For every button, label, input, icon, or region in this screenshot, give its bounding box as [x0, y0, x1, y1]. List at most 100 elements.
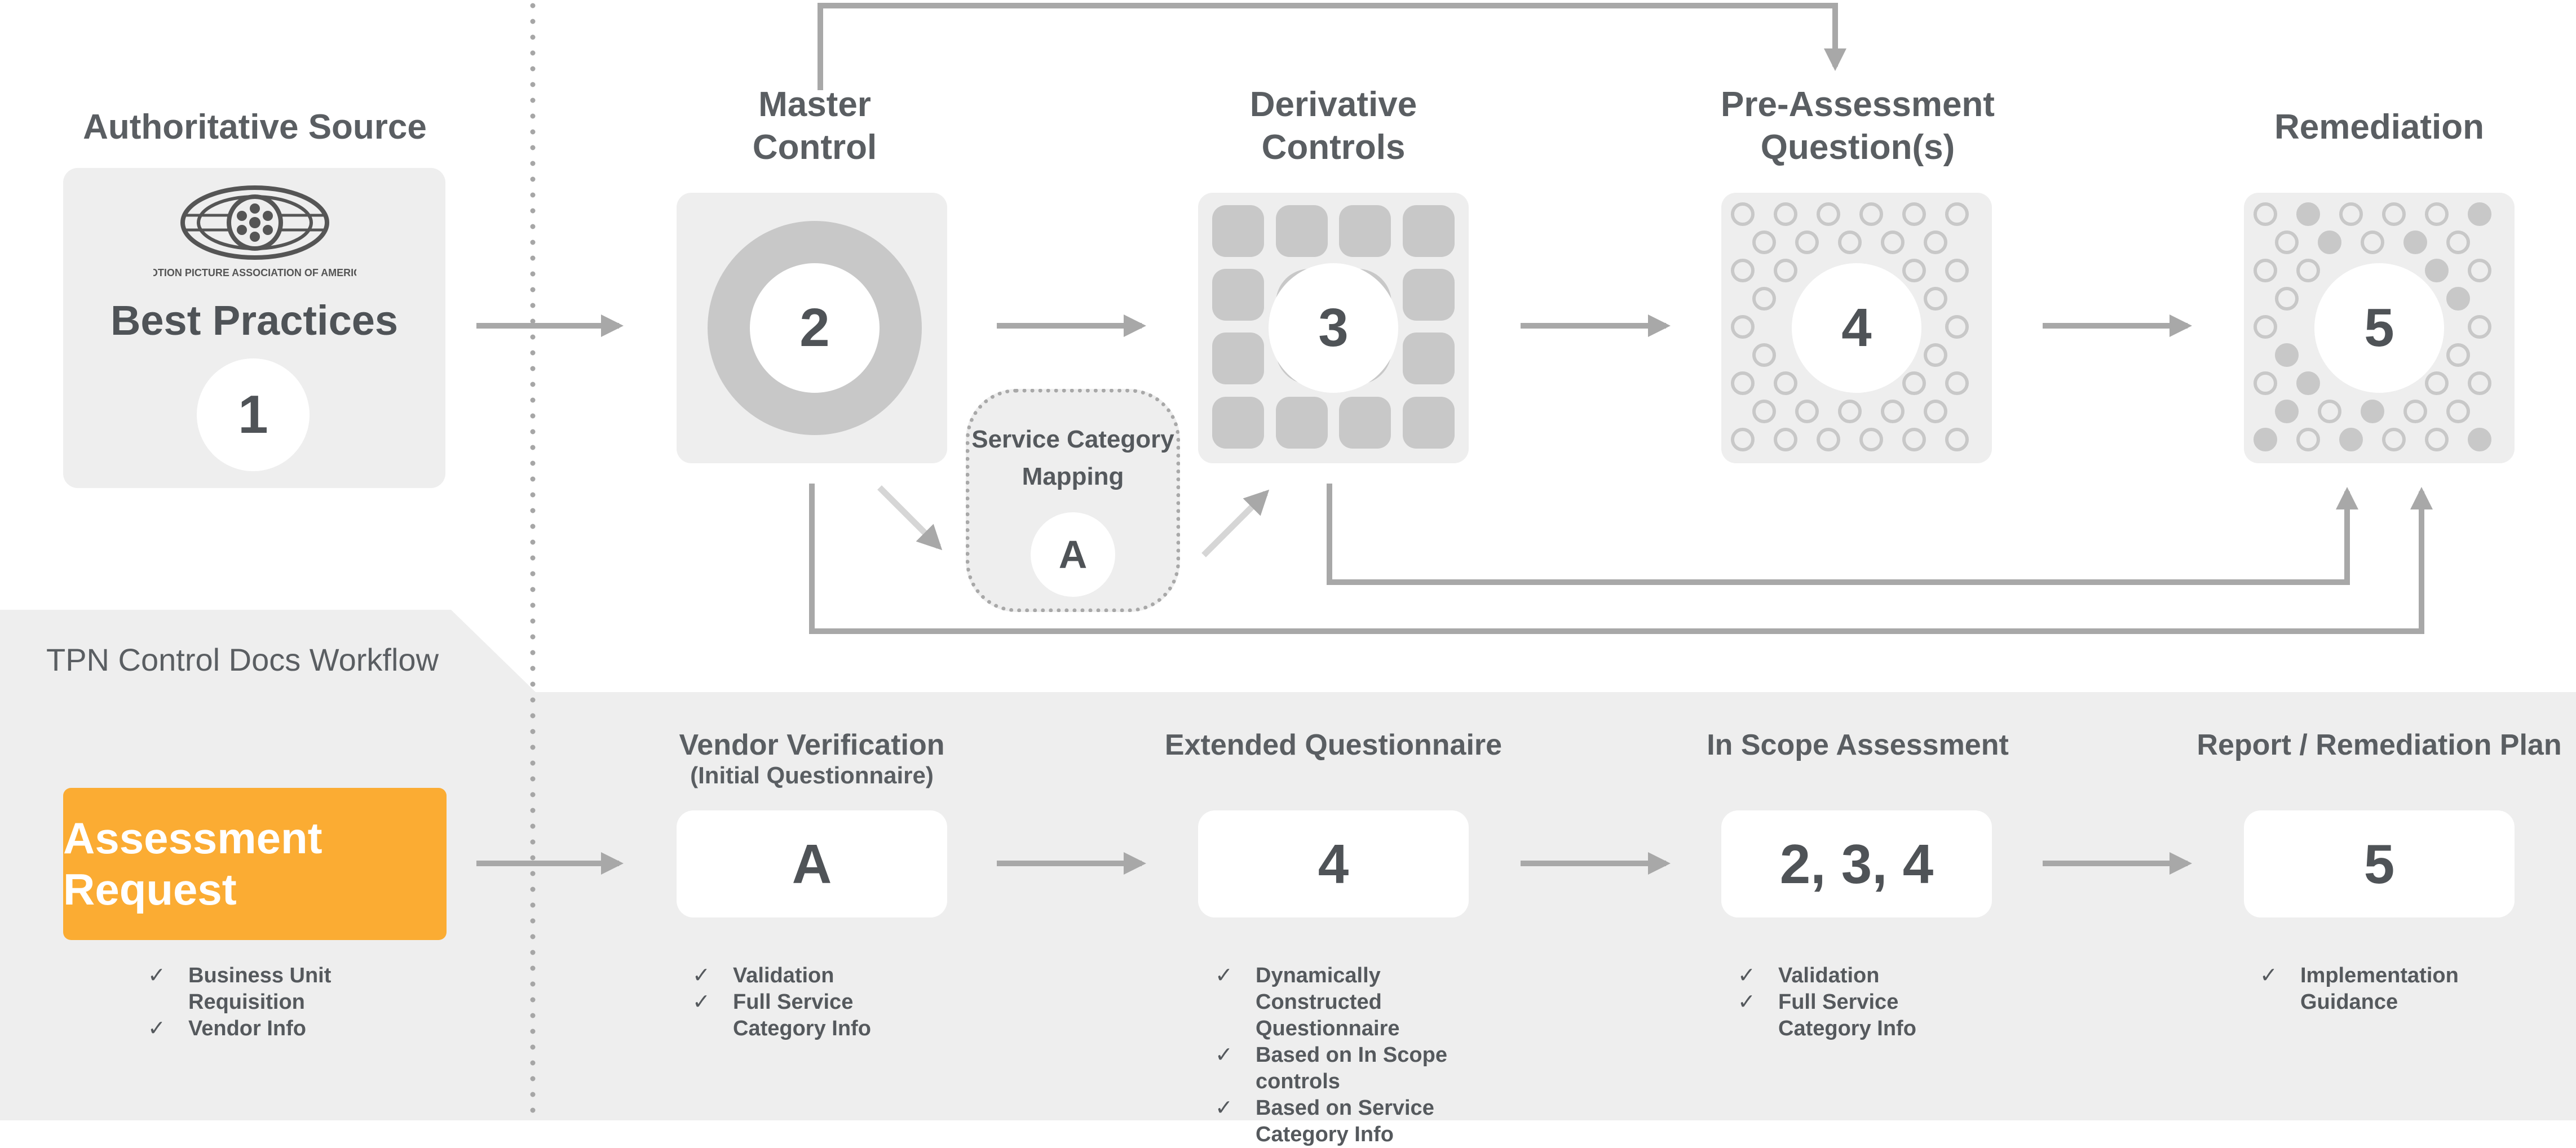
arrow-master-to-remediation	[809, 484, 2433, 634]
derivative-card: 3	[1198, 193, 1469, 463]
pattern-dot	[2254, 259, 2277, 282]
pattern-dot	[2339, 428, 2363, 451]
pattern-dot	[1731, 315, 1755, 339]
remediation-pattern	[2254, 202, 2491, 451]
pattern-dot	[1752, 343, 1776, 367]
pattern-dot	[1902, 428, 1926, 451]
pattern-dot	[2296, 428, 2320, 451]
pattern-dot	[1838, 231, 1862, 254]
pattern-dot	[2468, 371, 2491, 395]
check-icon: ✓	[1738, 990, 1756, 1014]
pattern-dot	[2468, 315, 2491, 339]
pattern-dot	[2446, 231, 2470, 254]
pattern-dot	[2296, 371, 2320, 395]
pattern-dot	[1902, 259, 1926, 282]
vendor-heading: Vendor Verification	[679, 729, 945, 761]
pattern-dot	[1859, 202, 1883, 226]
pattern-dot	[1924, 231, 1947, 254]
pattern-dot	[2382, 428, 2406, 451]
pattern-dot	[1795, 400, 1819, 423]
pattern-dot	[2318, 231, 2341, 254]
pattern-dot	[1924, 287, 1947, 311]
check-item: ✓Dynamically Constructed Questionnaire	[1215, 964, 1400, 1040]
pattern-dot	[1945, 428, 1969, 451]
pattern-dot	[1795, 231, 1819, 254]
pattern-dot	[2361, 400, 2384, 423]
remediation-heading: Remediation	[2274, 108, 2485, 147]
pattern-dot	[2254, 371, 2277, 395]
source-card: MOTION PICTURE ASSOCIATION OF AMERICA Be…	[63, 168, 445, 488]
assessment-request-button[interactable]: Assessment Request	[63, 788, 447, 940]
pattern-dot	[2296, 259, 2320, 282]
inscope-heading: In Scope Assessment	[1707, 729, 2009, 761]
pattern-dot	[2275, 400, 2299, 423]
extended-value: 4	[1198, 810, 1469, 917]
pattern-dot	[2339, 202, 2363, 226]
pattern-dot	[2361, 231, 2384, 254]
pattern-dot	[2425, 259, 2449, 282]
check-icon: ✓	[1738, 964, 1756, 987]
extended-checks: ✓Dynamically Constructed Questionnaire ✓…	[1215, 963, 1508, 1148]
arrow-master-to-preassessment	[818, 3, 1846, 90]
check-icon: ✓	[1215, 1096, 1233, 1120]
pattern-dot	[2425, 428, 2449, 451]
check-icon: ✓	[1215, 964, 1233, 987]
pattern-dot	[2446, 343, 2470, 367]
source-title: Best Practices	[110, 297, 399, 344]
pattern-dot	[1774, 259, 1797, 282]
pattern-dot	[1902, 371, 1926, 395]
pattern-dot	[2425, 371, 2449, 395]
pattern-dot	[1752, 231, 1776, 254]
pattern-dot	[1817, 202, 1840, 226]
preassessment-number: 4	[1792, 263, 1921, 393]
source-heading: Authoritative Source	[83, 108, 427, 147]
pattern-dot	[1752, 400, 1776, 423]
pattern-dot	[1924, 343, 1947, 367]
pattern-dot	[1881, 400, 1905, 423]
pattern-dot	[1859, 428, 1883, 451]
check-icon: ✓	[1215, 1043, 1233, 1067]
pattern-dot	[1945, 259, 1969, 282]
check-icon: ✓	[2260, 964, 2278, 987]
pattern-dot	[2382, 202, 2406, 226]
mapping-letter: A	[1031, 512, 1115, 597]
pattern-dot	[1945, 315, 1969, 339]
check-item: ✓Business Unit Requisition	[148, 964, 332, 1014]
logo-text: MOTION PICTURE ASSOCIATION OF AMERICA	[153, 267, 356, 278]
source-number: 1	[197, 358, 310, 471]
pattern-dot	[2446, 287, 2470, 311]
pattern-dot	[1731, 202, 1755, 226]
pattern-dot	[2403, 400, 2427, 423]
pattern-dot	[2275, 287, 2299, 311]
connector-arrows	[476, 3, 2433, 875]
pattern-dot	[1902, 202, 1926, 226]
remediation-number: 5	[2314, 263, 2444, 393]
check-item: ✓Vendor Info	[148, 1016, 385, 1042]
pattern-dot	[2403, 231, 2427, 254]
pattern-dot	[2446, 400, 2470, 423]
report-checks: ✓Implementation Guidance	[2260, 963, 2497, 1016]
preassessment-heading: Pre-Assessment Question(s)	[1721, 85, 1995, 167]
pattern-dot	[2468, 428, 2491, 451]
pattern-dot	[2254, 428, 2277, 451]
check-icon: ✓	[692, 990, 710, 1014]
pattern-dot	[1752, 287, 1776, 311]
mpaa-logo: MOTION PICTURE ASSOCIATION OF AMERICA	[153, 185, 356, 278]
derivative-number: 3	[1269, 263, 1398, 393]
request-checks: ✓Business Unit Requisition ✓Vendor Info	[148, 963, 385, 1042]
derivative-heading: Derivative Controls	[1249, 85, 1417, 167]
arrow-mapping-to-derivative	[1201, 489, 1270, 557]
check-icon: ✓	[148, 1017, 166, 1040]
pattern-dot	[1945, 202, 1969, 226]
arrow-master-to-mapping	[877, 485, 943, 551]
workflow-label: TPN Control Docs Workflow	[46, 642, 439, 677]
master-number: 2	[750, 263, 880, 393]
pattern-dot	[1817, 428, 1840, 451]
pattern-dot	[1774, 371, 1797, 395]
check-icon: ✓	[148, 964, 166, 987]
master-card: 2	[677, 193, 947, 463]
pattern-dot	[1731, 259, 1755, 282]
pattern-dot	[1731, 428, 1755, 451]
pattern-dot	[2468, 202, 2491, 226]
check-item: ✓Validation	[1738, 963, 1974, 989]
